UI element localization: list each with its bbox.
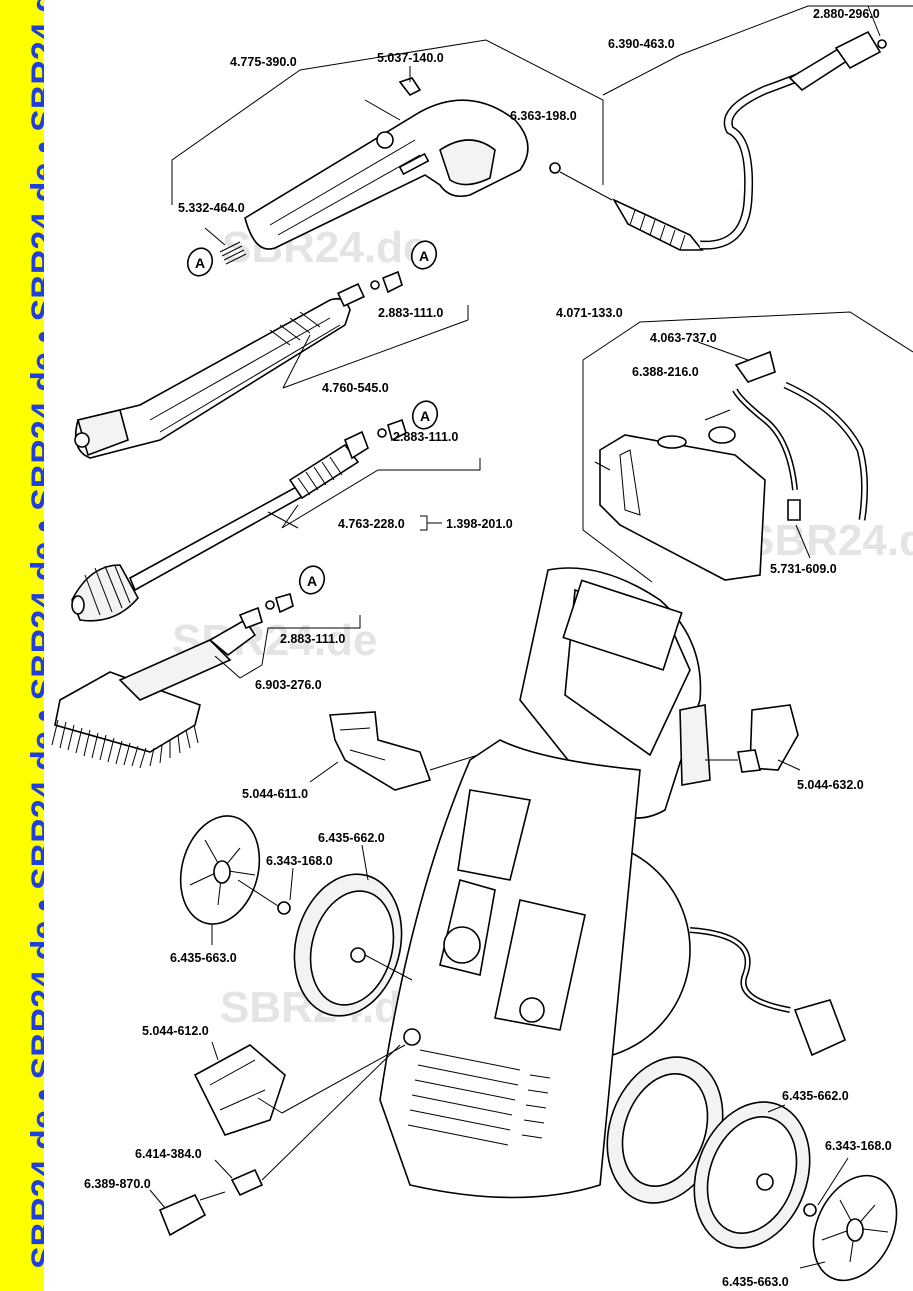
front-panel-right	[494, 899, 586, 1031]
label-hubcap-right: 6.435-663.0	[722, 1275, 789, 1289]
accessory-holder-left	[329, 711, 432, 791]
rotor-lance-tube	[128, 483, 307, 592]
label-washer-left: 6.343-168.0	[266, 854, 333, 868]
inlet-cover	[193, 1044, 286, 1136]
gun-screw	[376, 131, 394, 149]
rotor-lance-group: A 2.883-111.0 4.763-228.0 1.398-201.0	[71, 400, 513, 622]
label-wheel-left: 6.435-662.0	[318, 831, 385, 845]
label-cover: 5.044-612.0	[142, 1024, 209, 1038]
washer-left	[277, 901, 291, 915]
ref-marker-a1: A	[186, 247, 214, 277]
inlet-connector	[230, 1168, 264, 1197]
brush-handle	[118, 639, 232, 701]
cover-coupling-group: 5.044-612.0 6.414-384.0 6.389-870.0	[84, 1024, 406, 1237]
front-panel-top	[457, 789, 531, 881]
handle-opening	[562, 579, 683, 671]
watermark-sidebar: SBR24.de • SBR24.de • SBR24.de • SBR24.d…	[0, 0, 44, 1291]
pressure-knob	[443, 926, 481, 964]
svg-text:A: A	[420, 408, 430, 424]
vario-seal	[381, 270, 403, 294]
label-detergent-tank: 4.071-133.0	[556, 306, 623, 320]
tank-cap	[734, 350, 776, 383]
hose-end-pin	[877, 39, 887, 49]
rotor-coupling	[343, 430, 369, 460]
hose-nut	[834, 30, 882, 70]
vario-coupling	[337, 282, 365, 308]
front-grille	[407, 1049, 551, 1146]
left-wheel-group: 6.435-662.0 6.343-168.0 6.435-663.0	[170, 815, 413, 1017]
gun-clip	[398, 77, 422, 97]
label-suction-hose: 6.388-216.0	[632, 365, 699, 379]
hose-group: 6.390-463.0 2.880-296.0	[602, 5, 913, 251]
ref-marker-a3: A	[411, 400, 439, 430]
gun-label	[398, 152, 430, 176]
label-vario-lance: 4.760-545.0	[322, 381, 389, 395]
label-brush: 6.903-276.0	[255, 678, 322, 692]
ref-marker-a4: A	[298, 565, 326, 595]
tank-inlet	[657, 435, 687, 449]
label-seal-2: 2.883-111.0	[393, 430, 458, 444]
label-oring-gun: 6.363-198.0	[510, 109, 577, 123]
switch-knob	[519, 997, 545, 1023]
label-hubcap-left: 6.435-663.0	[170, 951, 237, 965]
right-wheel-group: 6.435-662.0 6.343-168.0 6.435-663.0	[693, 1089, 898, 1289]
detergent-tank-group: 4.071-133.0 4.063-737.0 6.388-216.0 5.73…	[556, 306, 913, 583]
svg-text:A: A	[307, 573, 317, 589]
hose-crimp-fitting	[612, 198, 704, 251]
tank-cap-neck	[708, 426, 736, 444]
power-plug	[793, 999, 847, 1057]
brush-group: A 2.883-111.0 6.903-276.0	[51, 565, 361, 769]
watermark-2: SBR24.de	[745, 516, 913, 565]
gun-o-ring	[549, 162, 561, 174]
label-filter: 5.731-609.0	[770, 562, 837, 576]
power-cable	[689, 927, 791, 1013]
spray-gun	[244, 99, 529, 250]
brush-head	[54, 671, 201, 753]
label-gun: 4.775-390.0	[230, 55, 297, 69]
label-spring: 5.332-464.0	[178, 201, 245, 215]
brush-coupling	[238, 606, 263, 630]
label-rotor-set: 1.398-201.0	[446, 517, 513, 531]
label-clip: 5.037-140.0	[377, 51, 444, 65]
label-holder-left: 5.044-611.0	[242, 787, 308, 801]
label-connector: 6.414-384.0	[135, 1147, 202, 1161]
svg-text:A: A	[419, 248, 429, 264]
label-wheel-right: 6.435-662.0	[782, 1089, 849, 1103]
ref-marker-a2: A	[410, 240, 438, 270]
label-hose-end: 2.880-296.0	[813, 7, 880, 21]
inlet-coupling	[158, 1193, 207, 1237]
svg-text:A: A	[195, 255, 205, 271]
rotor-lance-grip	[288, 443, 360, 500]
spray-gun-group: A 4.775-390.0 5.037-140.0 6.363-198.0 5.…	[171, 39, 613, 277]
label-holder-right: 5.044-632.0	[797, 778, 864, 792]
vario-o-ring	[370, 280, 380, 290]
main-unit	[379, 567, 847, 1204]
label-rotor-lance: 4.763-228.0	[338, 517, 405, 531]
label-coupling: 6.389-870.0	[84, 1177, 151, 1191]
vario-lance-group: A 2.883-111.0 4.760-545.0	[74, 240, 469, 459]
label-seal-1: 2.883-111.0	[378, 306, 443, 320]
gun-trigger	[439, 139, 496, 186]
water-inlet	[403, 1028, 421, 1046]
holder-group: 5.044-611.0 5.044-632.0	[242, 704, 864, 801]
label-tank-cap: 4.063-737.0	[650, 331, 717, 345]
holder-mount	[679, 704, 711, 786]
label-hose: 6.390-463.0	[608, 37, 675, 51]
brush-seal	[275, 593, 294, 614]
tank-filter	[787, 499, 801, 521]
label-seal-3: 2.883-111.0	[280, 632, 345, 646]
rotor-seal	[387, 418, 407, 442]
washer-right	[803, 1203, 817, 1217]
gun-spring	[204, 227, 247, 265]
label-washer-right: 6.343-168.0	[825, 1139, 892, 1153]
